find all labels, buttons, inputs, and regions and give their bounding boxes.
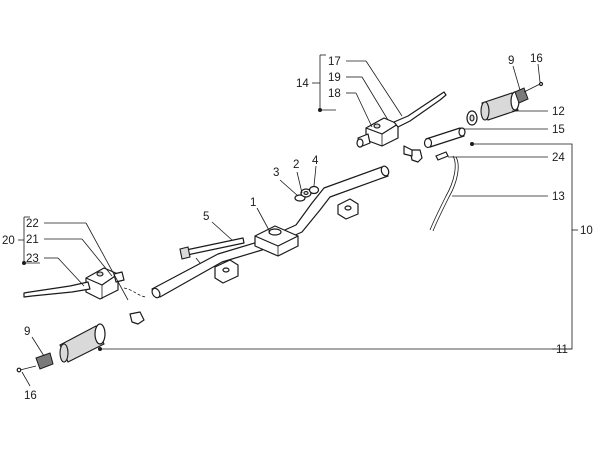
left-clamp-bracket	[129, 311, 145, 325]
callout-19: 19	[328, 72, 341, 84]
callout-11: 11	[556, 344, 568, 356]
callout-3: 3	[273, 167, 279, 179]
bracket-dot-14	[318, 108, 322, 112]
left-cable-dashed	[123, 287, 147, 298]
right-mount-tab	[337, 198, 359, 220]
callout-9-top: 9	[508, 55, 514, 67]
callout-10: 10	[580, 225, 593, 237]
callout-12: 12	[552, 106, 565, 118]
washer-stack	[294, 185, 320, 202]
callout-22: 22	[26, 218, 39, 230]
left-bar-end	[16, 352, 54, 373]
right-grip-washer	[466, 110, 478, 126]
bolt	[179, 237, 245, 260]
cable-screw	[435, 151, 449, 161]
left-brake-lever-assembly	[23, 267, 125, 300]
callout-24: 24	[552, 152, 565, 164]
bracket-dot-10	[470, 142, 474, 146]
throttle-tube	[423, 127, 466, 149]
callout-5: 5	[203, 211, 209, 223]
callout-18: 18	[328, 88, 341, 100]
right-grip	[480, 91, 520, 121]
callout-13: 13	[552, 191, 565, 203]
callout-20: 20	[2, 235, 15, 247]
callout-17: 17	[328, 56, 341, 68]
throttle-cable	[429, 155, 459, 232]
callout-4: 4	[312, 155, 319, 167]
callout-labels: 1 2 3 4 5 9 16 12 15 24 13 10 11 17 19 1…	[2, 53, 593, 402]
callout-21: 21	[26, 234, 39, 246]
right-bar-end	[514, 81, 544, 104]
callout-1: 1	[250, 197, 256, 209]
callout-9-bottom: 9	[24, 326, 30, 338]
callout-2: 2	[293, 159, 299, 171]
callout-15: 15	[552, 124, 565, 136]
callout-23: 23	[26, 253, 39, 265]
bracket-dot-20	[22, 261, 26, 265]
right-brake-lever-assembly	[356, 91, 447, 148]
bracket-dot-11	[98, 347, 102, 351]
callout-16-bottom: 16	[24, 390, 37, 402]
left-grip	[59, 323, 106, 363]
right-clamp-bracket	[403, 145, 423, 163]
callout-14: 14	[296, 78, 309, 90]
callout-16-top: 16	[530, 53, 543, 65]
center-clamp-block	[254, 225, 299, 257]
left-mount-tab	[214, 259, 239, 284]
